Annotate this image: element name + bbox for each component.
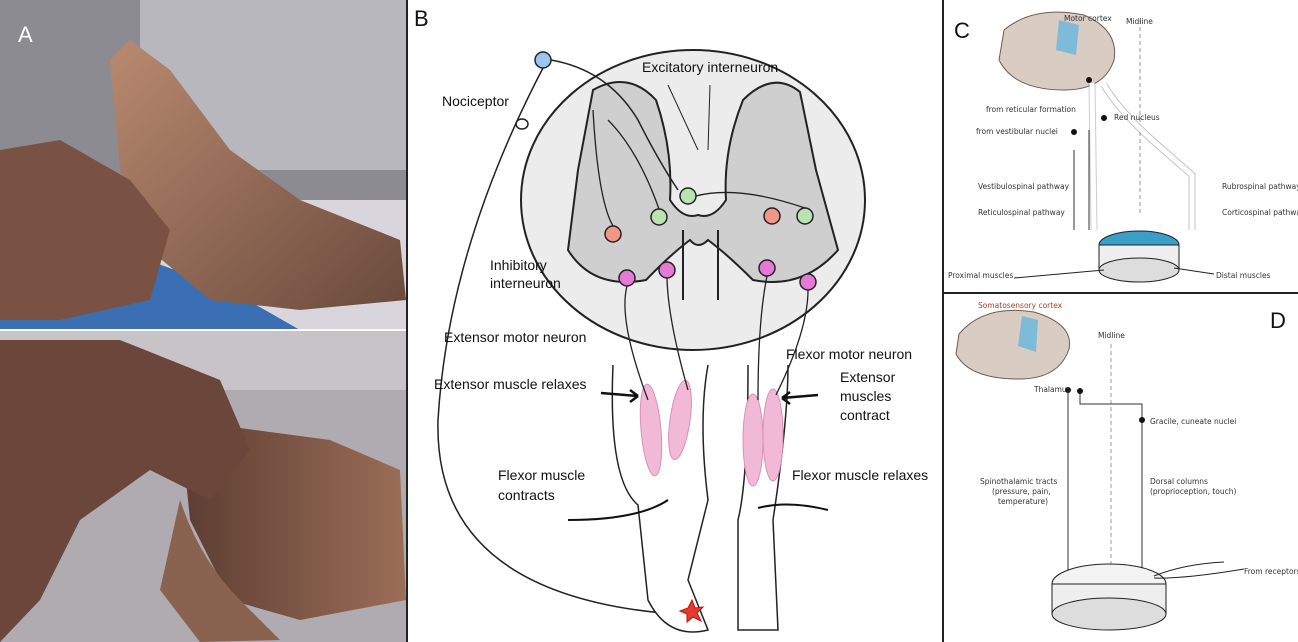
brain-d [956,310,1070,379]
label-proximal: Proximal muscles [948,271,1013,280]
label-midline-c: Midline [1126,17,1153,26]
label-excitatory-interneuron: Excitatory interneuron [642,59,778,75]
flexor-motor-neuron-right [759,260,775,276]
label-inhibitory-1: Inhibitory [490,257,547,273]
label-extensor-muscles-contract-2: muscles [840,388,891,404]
label-spino-3: temperature) [998,497,1048,506]
excitatory-interneuron-left [651,209,667,225]
flexor-motor-neuron-left [659,262,675,278]
inhibitory-interneuron-left [605,226,621,242]
label-extensor-muscles-contract-1: Extensor [840,369,896,385]
label-corticospinal: Corticospinal pathway [1222,208,1298,217]
label-spino-1: Spinothalamic tracts [980,477,1057,486]
panel-d-sensory-pathways: D Somatosensory cortex Midline Thalamus … [942,294,1298,642]
panel-a-letter: A [18,22,33,47]
panel-a-photos: A [0,0,406,642]
flexor-muscle-right [763,389,783,481]
label-flexor-relaxes: Flexor muscle relaxes [792,467,928,483]
label-distal: Distal muscles [1216,271,1271,280]
brain-c [999,12,1115,90]
extensor-motor-neuron-left [619,270,635,286]
panel-c-letter: C [954,18,970,43]
label-motor-cortex: Motor cortex [1064,14,1112,23]
extensor-motor-neuron-right [800,274,816,290]
label-spino-2: (pressure, pain, [992,487,1051,496]
panel-d-letter: D [1270,308,1286,333]
label-nociceptor: Nociceptor [442,93,509,109]
motor-pathways-diagram: C Motor cortex Midline from reticular fo… [944,0,1298,294]
label-flexor-contracts-2: contracts [498,487,555,503]
label-gracile: Gracile, cuneate nuclei [1150,417,1236,426]
label-rubrospinal: Rubrospinal pathway [1222,182,1298,191]
label-vestibulospinal: Vestibulospinal pathway [978,182,1070,191]
label-reticulospinal: Reticulospinal pathway [978,208,1065,217]
label-extensor-motor-neuron: Extensor motor neuron [444,329,586,345]
label-thalamus: Thalamus [1033,385,1071,394]
excitatory-interneuron-right [797,208,813,224]
panel-b-letter: B [414,6,429,31]
panel-c-motor-pathways: C Motor cortex Midline from reticular fo… [942,0,1298,294]
label-dorsal-1: Dorsal columns [1150,477,1208,486]
label-red-nucleus: Red nucleus [1114,113,1160,122]
label-flexor-motor-neuron: Flexor motor neuron [786,346,912,362]
extensor-muscle-right [743,394,763,486]
left-leg [612,365,708,632]
label-receptors: From receptors [1244,567,1298,576]
nociceptor-cell [535,52,551,68]
panel-b-reflex-diagram: B [406,0,942,642]
excitatory-interneuron-center [680,188,696,204]
label-dorsal-2: (proprioception, touch) [1150,487,1237,496]
label-reticular: from reticular formation [986,105,1076,114]
label-somatosensory-cortex: Somatosensory cortex [978,301,1063,310]
label-extensor-muscles-contract-3: contract [840,407,890,423]
label-vestibular: from vestibular nuclei [976,127,1058,136]
label-inhibitory-2: interneuron [490,275,561,291]
sensory-pathways-diagram: D Somatosensory cortex Midline Thalamus … [944,294,1298,642]
label-flexor-contracts-1: Flexor muscle [498,467,585,483]
photo-illustration: A [0,0,406,642]
label-midline-d: Midline [1098,331,1125,340]
reflex-diagram: B [408,0,942,642]
inhibitory-interneuron-right [764,208,780,224]
label-extensor-muscle-relaxes: Extensor muscle relaxes [434,376,587,392]
